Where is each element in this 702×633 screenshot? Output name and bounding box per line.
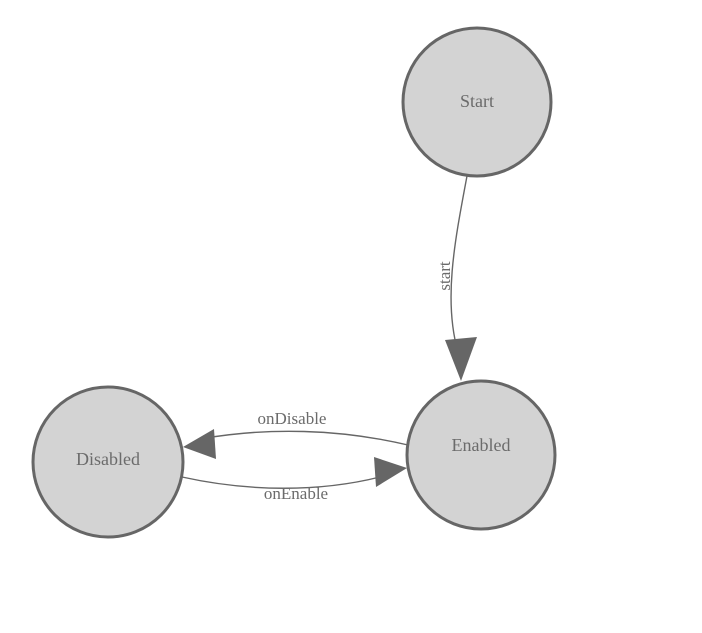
node-disabled-label: Disabled bbox=[76, 449, 140, 469]
edge-start-to-enabled-arrowhead bbox=[445, 337, 477, 381]
edge-disabled-to-enabled-line bbox=[181, 476, 381, 489]
edge-start-to-enabled[interactable]: start bbox=[435, 175, 477, 381]
node-disabled[interactable]: Disabled bbox=[31, 385, 185, 539]
node-start-label: Start bbox=[460, 91, 494, 111]
edge-enabled-to-disabled[interactable]: onDisable bbox=[183, 409, 409, 459]
node-start[interactable]: Start bbox=[401, 26, 553, 178]
edge-enabled-to-disabled-arrowhead bbox=[183, 429, 216, 459]
node-disabled-circle bbox=[31, 385, 185, 539]
node-enabled[interactable]: Enabled bbox=[405, 379, 557, 531]
edge-start-to-enabled-line bbox=[450, 175, 468, 353]
node-enabled-circle bbox=[405, 379, 557, 531]
edge-label-start: start bbox=[435, 261, 454, 291]
edge-label-onenable: onEnable bbox=[264, 484, 328, 503]
edge-disabled-to-enabled[interactable]: onEnable bbox=[181, 457, 407, 503]
edge-label-ondisable: onDisable bbox=[258, 409, 327, 428]
edge-enabled-to-disabled-line bbox=[199, 430, 409, 446]
edge-disabled-to-enabled-arrowhead bbox=[374, 457, 407, 487]
node-start-circle bbox=[401, 26, 553, 178]
node-enabled-label: Enabled bbox=[452, 435, 511, 455]
